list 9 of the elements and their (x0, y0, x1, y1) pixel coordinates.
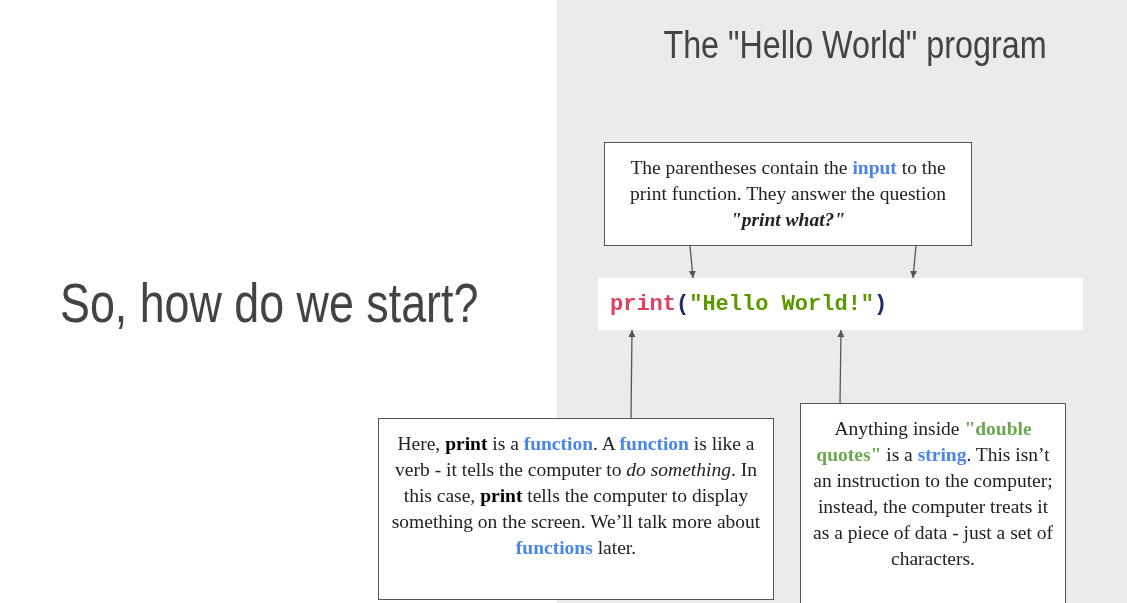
callout-box: Here, print is a function. A function is like a verb - it tells the computer to do something. In this case, print tells the computer to display something on the screen. We’ll talk more about functions later. (378, 418, 774, 600)
callout-box: The parentheses contain the input to the print function. They answer the question "print what?" (604, 142, 972, 246)
slide-heading: So, how do we start? (60, 270, 479, 335)
callout-box: Anything inside "double quotes" is a string. This isn’t an instruction to the computer; instead, the computer treats it as a piece of data - just a set of characters. (800, 403, 1066, 603)
arrow (910, 245, 918, 279)
arrow (628, 329, 636, 419)
slide-title: The "Hello World" program (662, 24, 1048, 67)
arrow (688, 245, 696, 279)
arrow (837, 329, 845, 404)
